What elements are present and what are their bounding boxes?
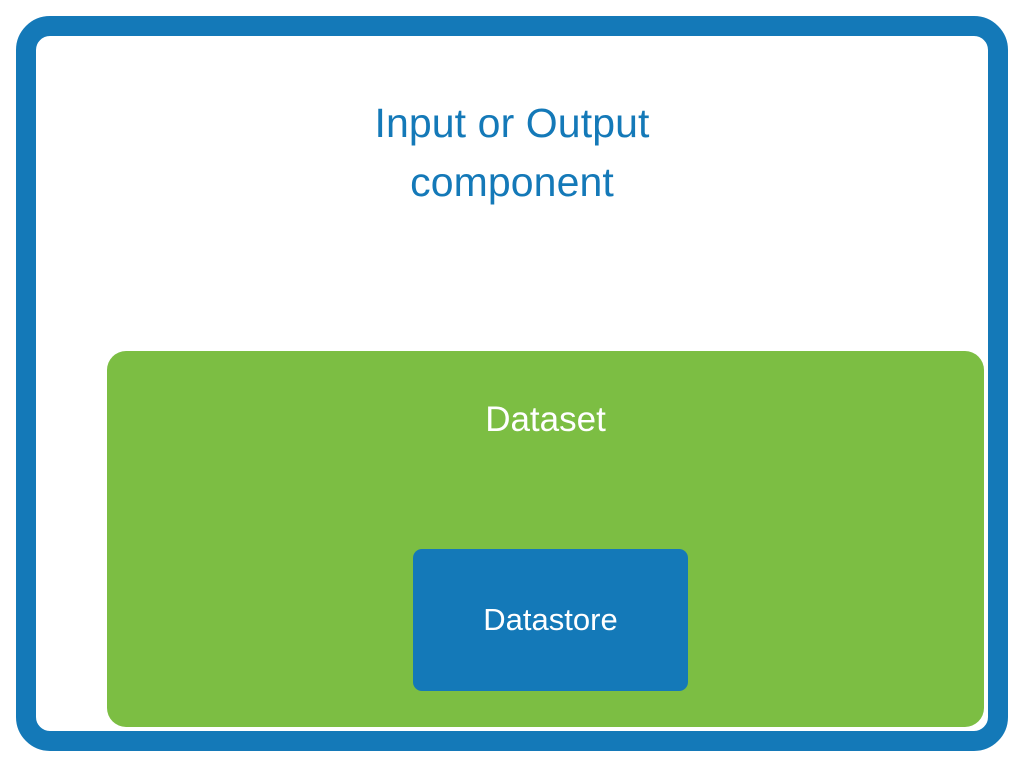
dataset-block: Dataset Datastore — [107, 351, 984, 727]
component-title: Input or Output component — [374, 100, 650, 205]
dataset-label: Dataset — [485, 400, 606, 439]
datastore-label: Datastore — [483, 602, 618, 637]
input-output-component-frame: Input or Output component Dataset Datast… — [16, 16, 1008, 751]
datastore-block: Datastore — [413, 549, 688, 691]
